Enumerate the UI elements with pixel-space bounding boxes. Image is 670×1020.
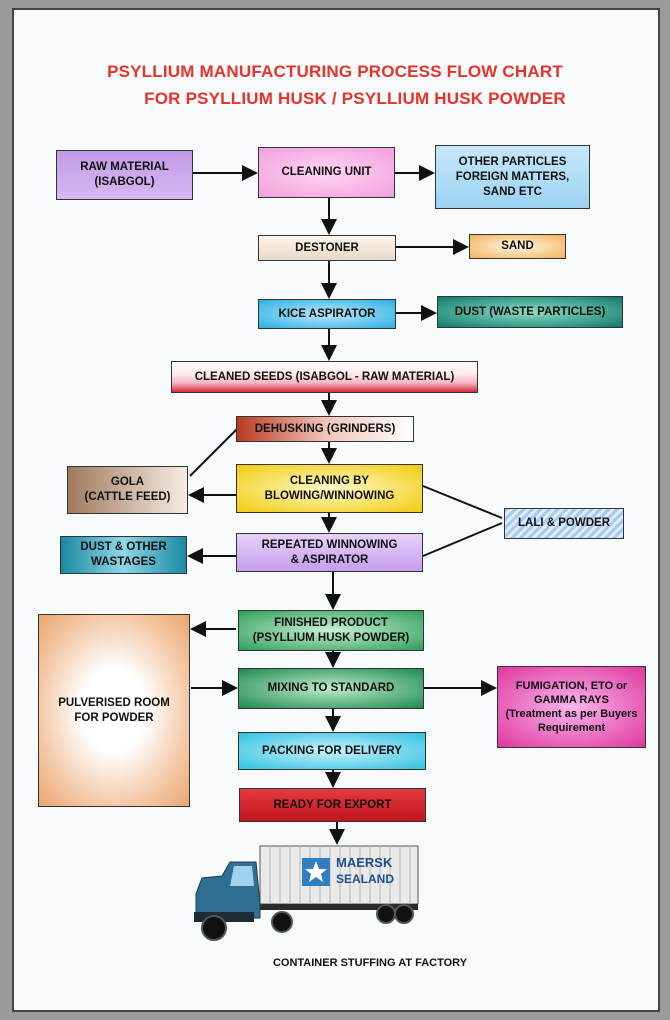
truck-wheel-front xyxy=(201,915,227,941)
truck-wheel-rear-2 xyxy=(394,904,414,924)
box-cleaning-blowing: CLEANING BY BLOWING/WINNOWING xyxy=(236,464,423,513)
box-pulverised-room: PULVERISED ROOM FOR POWDER xyxy=(38,614,190,807)
box-dust-other: DUST & OTHER WASTAGES xyxy=(60,536,187,574)
box-lali-powder: LALI & POWDER xyxy=(504,508,624,539)
line-winnowing-to-lali xyxy=(422,522,503,557)
box-finished-product: FINISHED PRODUCT (PSYLLIUM HUSK POWDER) xyxy=(238,610,424,651)
container-brand-line2: SEALAND xyxy=(336,872,394,886)
box-other-particles: OTHER PARTICLES FOREIGN MATTERS, SAND ET… xyxy=(435,145,590,209)
box-cleaning-unit: CLEANING UNIT xyxy=(258,147,395,198)
box-fumigation: FUMIGATION, ETO or GAMMA RAYS (Treatment… xyxy=(497,666,646,748)
truck-wheel-mid xyxy=(271,911,293,933)
box-raw-material: RAW MATERIAL (ISABGOL) xyxy=(56,150,193,200)
footer-caption: CONTAINER STUFFING AT FACTORY xyxy=(272,957,468,969)
box-dust-waste: DUST (WASTE PARTICLES) xyxy=(437,296,623,328)
box-mixing: MIXING TO STANDARD xyxy=(238,668,424,709)
box-dehusking: DEHUSKING (GRINDERS) xyxy=(236,416,414,442)
box-gola: GOLA (CATTLE FEED) xyxy=(67,466,188,514)
box-destoner: DESTONER xyxy=(258,235,396,261)
box-repeated-winnowing: REPEATED WINNOWING & ASPIRATOR xyxy=(236,533,423,572)
box-cleaned-seeds: CLEANED SEEDS (ISABGOL - RAW MATERIAL) xyxy=(171,361,478,393)
line-dehusking-to-gola xyxy=(189,428,238,477)
truck-window xyxy=(230,866,254,886)
box-ready-export: READY FOR EXPORT xyxy=(239,788,426,822)
box-sand: SAND xyxy=(469,234,566,259)
truck-wheel-rear-1 xyxy=(376,904,396,924)
box-packing: PACKING FOR DELIVERY xyxy=(238,732,426,770)
chart-title-line2: FOR PSYLLIUM HUSK / PSYLLIUM HUSK POWDER xyxy=(144,89,566,108)
box-kice-aspirator: KICE ASPIRATOR xyxy=(258,299,396,329)
container-body xyxy=(259,845,419,905)
line-cleaning-to-lali xyxy=(422,485,503,519)
container-truck-illustration: MAERSK SEALAND xyxy=(194,845,419,941)
container-brand-line1: MAERSK xyxy=(336,855,393,870)
chart-title-line1: PSYLLIUM MANUFACTURING PROCESS FLOW CHAR… xyxy=(107,62,563,81)
